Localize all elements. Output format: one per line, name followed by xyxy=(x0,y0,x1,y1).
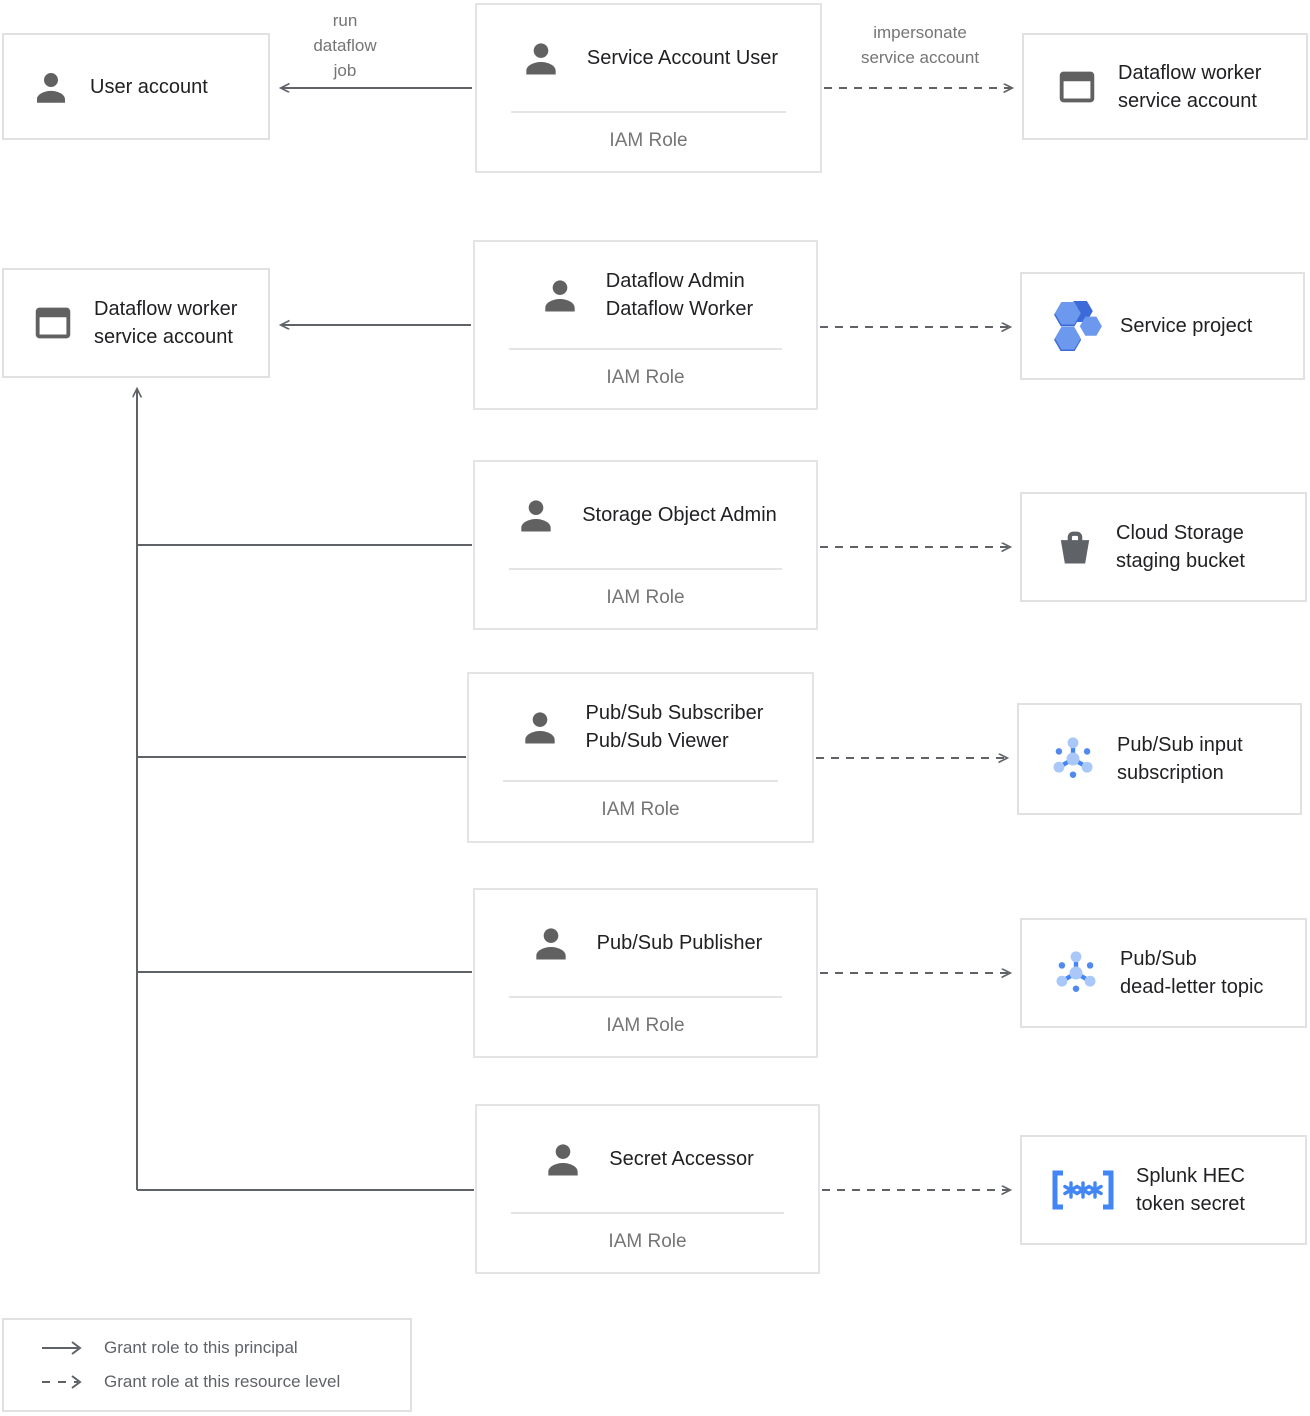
pubsub-icon xyxy=(1056,951,1096,992)
node-user-account: User account xyxy=(2,33,270,140)
role-storage-object-admin: Storage Object Admin IAM Role xyxy=(473,460,818,630)
node-label: Dataflow worker service account xyxy=(94,298,238,348)
role-pubsub-publisher: Pub/Sub Publisher IAM Role xyxy=(473,888,818,1058)
legend: Grant role to this principal Grant role … xyxy=(2,1318,412,1412)
divider xyxy=(511,1212,784,1214)
storage-bucket-icon xyxy=(1060,531,1090,564)
role-title: Secret Accessor xyxy=(609,1148,754,1170)
node-label: Pub/Sub dead-letter topic xyxy=(1120,948,1264,998)
service-account-card-icon xyxy=(1059,71,1095,102)
node-label: Pub/Sub input subscription xyxy=(1117,734,1243,784)
person-icon xyxy=(521,500,551,532)
person-icon xyxy=(535,928,566,960)
pubsub-icon xyxy=(1053,737,1093,778)
node-dataflow-worker-service-account-left: Dataflow worker service account xyxy=(2,268,270,378)
role-dataflow-admin-worker: Dataflow Admin Dataflow Worker IAM Role xyxy=(473,240,818,410)
secret-brackets-icon xyxy=(1052,1170,1114,1210)
legend-item-solid: Grant role to this principal xyxy=(40,1338,410,1358)
node-pubsub-dead-letter-topic: Pub/Sub dead-letter topic xyxy=(1020,918,1307,1028)
node-service-project: Service project xyxy=(1020,272,1305,380)
legend-label: Grant role at this resource level xyxy=(104,1372,341,1391)
divider xyxy=(511,111,786,113)
role-secret-accessor: Secret Accessor IAM Role xyxy=(475,1104,820,1274)
divider xyxy=(509,348,782,350)
role-pubsub-subscriber-viewer: Pub/Sub Subscriber Pub/Sub Viewer IAM Ro… xyxy=(467,672,814,843)
node-label: Splunk HEC token secret xyxy=(1136,1165,1245,1215)
role-title: Service Account User xyxy=(586,47,779,69)
node-label: Dataflow worker service account xyxy=(1118,61,1262,112)
dashed-arrow-icon xyxy=(42,1375,82,1389)
legend-item-dashed: Grant role at this resource level xyxy=(40,1372,410,1392)
node-label: Service project xyxy=(1120,315,1253,337)
node-dataflow-worker-service-account-right: Dataflow worker service account xyxy=(1022,33,1308,140)
node-pubsub-input-subscription: Pub/Sub input subscription xyxy=(1017,703,1302,815)
project-hexagons-icon xyxy=(1054,301,1102,351)
person-icon xyxy=(548,1144,578,1176)
iam-role-label: IAM Role xyxy=(606,367,685,388)
divider xyxy=(509,996,782,998)
service-account-card-icon xyxy=(35,307,71,339)
edge-label-impersonate: impersonate service account xyxy=(860,23,980,67)
role-title: Pub/Sub Publisher xyxy=(596,932,763,954)
iam-role-label: IAM Role xyxy=(606,587,685,608)
person-icon xyxy=(545,280,575,312)
divider xyxy=(503,780,778,782)
solid-arrow-icon xyxy=(42,1341,82,1355)
role-service-account-user: Service Account User IAM Role xyxy=(475,3,822,173)
role-title: Storage Object Admin xyxy=(582,504,777,526)
iam-role-label: IAM Role xyxy=(601,799,680,820)
node-cloud-storage-staging-bucket: Cloud Storage staging bucket xyxy=(1020,492,1307,602)
iam-role-label: IAM Role xyxy=(609,130,688,151)
iam-role-label: IAM Role xyxy=(608,1231,687,1252)
role-title: Dataflow Admin Dataflow Worker xyxy=(605,270,754,320)
divider xyxy=(509,568,782,570)
role-title: Pub/Sub Subscriber Pub/Sub Viewer xyxy=(585,702,764,752)
person-icon xyxy=(37,72,65,103)
person-icon xyxy=(524,712,555,744)
edge-label-run-dataflow-job: run dataflow job xyxy=(313,11,377,80)
legend-label: Grant role to this principal xyxy=(104,1338,298,1357)
node-label: User account xyxy=(90,75,208,98)
person-icon xyxy=(526,43,556,75)
iam-role-label: IAM Role xyxy=(606,1015,685,1036)
node-label: Cloud Storage staging bucket xyxy=(1116,522,1245,572)
node-splunk-hec-token-secret: Splunk HEC token secret xyxy=(1020,1135,1307,1245)
